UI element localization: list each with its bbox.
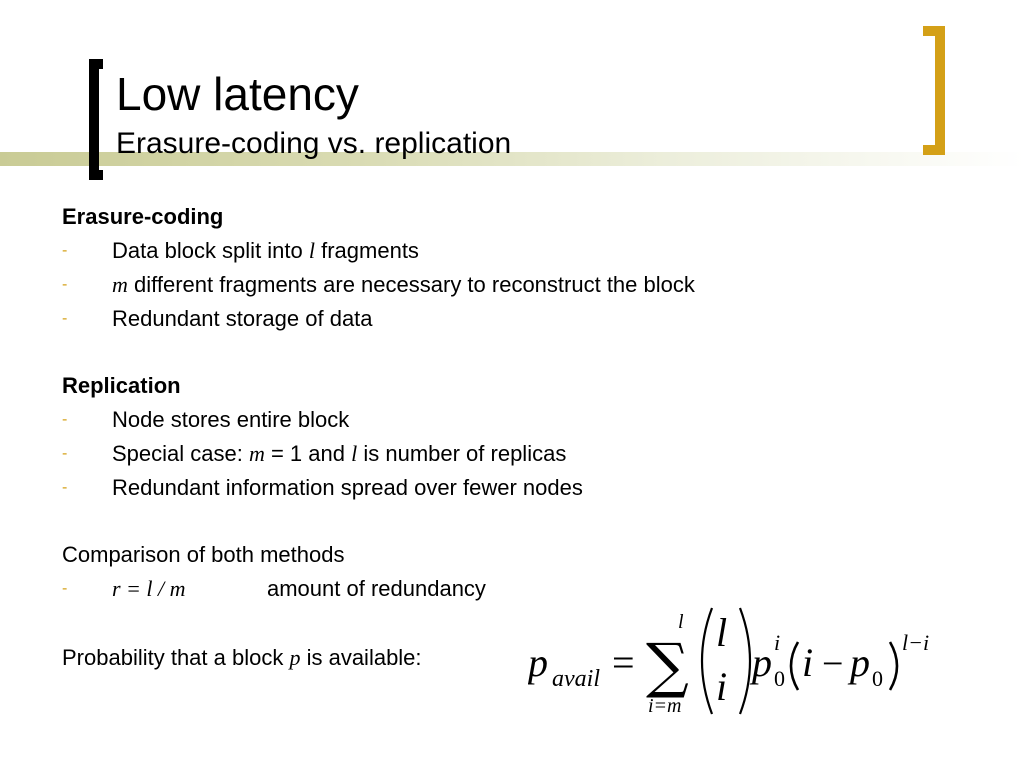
redundancy-description: amount of redundancy: [267, 576, 486, 601]
bullet-dash: -: [62, 479, 68, 496]
right-bracket-decoration: [923, 26, 945, 155]
formula-minus: −: [822, 643, 843, 685]
slide-subtitle: Erasure-coding vs. replication: [116, 127, 512, 160]
comparison-heading: Comparison of both methods: [62, 542, 345, 567]
p0-exponent: i: [774, 630, 780, 655]
outer-left-paren: [789, 641, 800, 691]
binom-right-paren: [738, 607, 752, 715]
probability-text: Probability that a block p is available:: [62, 645, 422, 670]
outer-exponent: l−i: [902, 630, 929, 655]
sum-symbol: ∑: [646, 631, 689, 701]
bullet-dash: -: [62, 242, 68, 259]
left-bracket-decoration: [89, 59, 103, 180]
binom-bottom: i: [716, 664, 727, 709]
redundancy-formula: r = l / m: [112, 576, 186, 601]
formula-equals: =: [612, 640, 635, 685]
replication-heading: Replication: [62, 373, 181, 398]
formula-p0: p: [749, 640, 772, 685]
formula-p: p: [528, 640, 548, 685]
inner-i: i: [802, 640, 813, 685]
erasure-heading: Erasure-coding: [62, 204, 224, 229]
title-underline-band: [0, 152, 1024, 166]
bullet-dash: -: [62, 310, 68, 327]
bullet-dash: -: [62, 411, 68, 428]
formula-avail-subscript: avail: [552, 666, 600, 692]
p0-subscript: 0: [774, 666, 785, 691]
sum-lower-limit: i=m: [648, 695, 682, 717]
inner-p0-subscript: 0: [872, 666, 883, 691]
bullet-dash: -: [62, 580, 68, 597]
inner-p0: p: [847, 640, 870, 685]
slide-title: Low latency: [116, 68, 359, 120]
availability-formula: p avail = ∑ l i=m l i p i 0 i − p 0 l−i: [528, 607, 929, 717]
binom-left-paren: [700, 607, 714, 715]
outer-right-paren: [888, 641, 899, 691]
bullet-dash: -: [62, 445, 68, 462]
binom-top: l: [716, 610, 727, 655]
bullet-dash: -: [62, 276, 68, 293]
sum-upper-limit: l: [678, 611, 684, 633]
